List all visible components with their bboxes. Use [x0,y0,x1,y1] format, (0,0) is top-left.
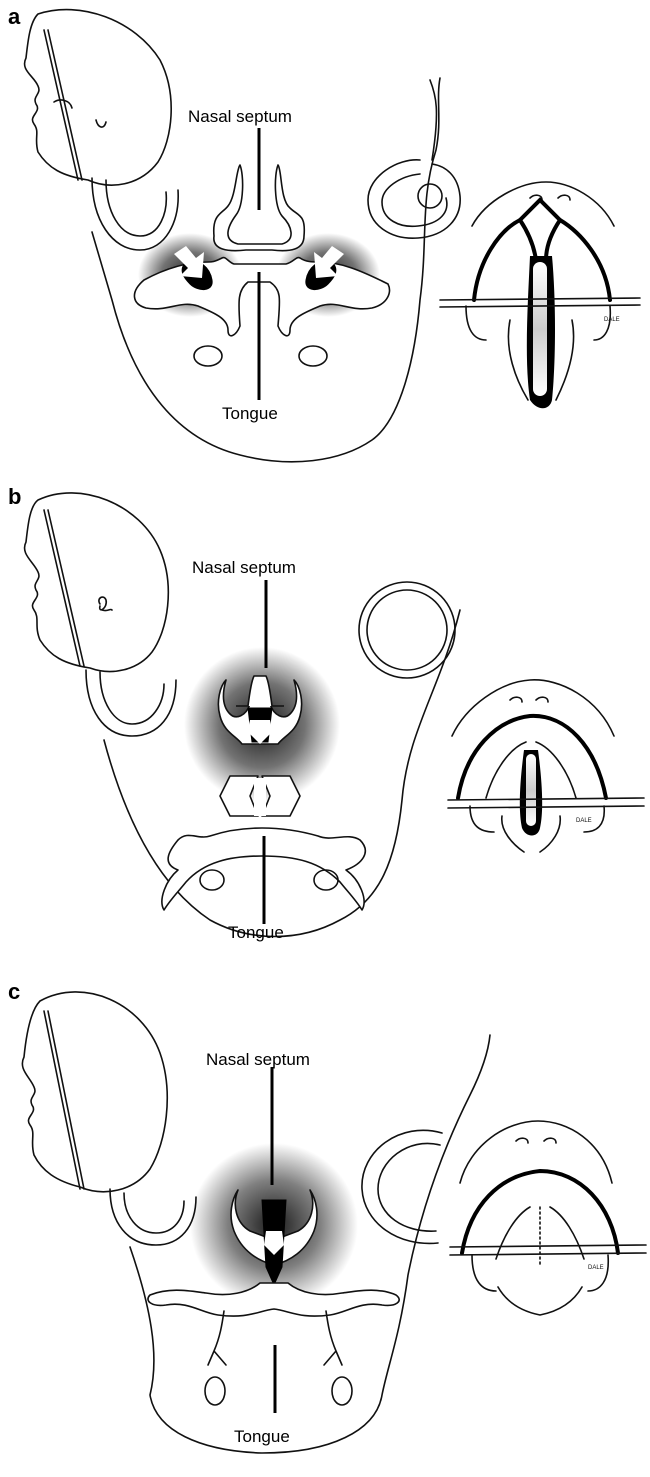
panel-a-drawing: DALE [0,0,650,480]
panel-label: c [8,979,20,1005]
embryo-outline [25,493,169,672]
palate-view: DALE [448,680,644,852]
tongue-label: Tongue [228,923,284,943]
panel-label: a [8,4,20,30]
panel-label: b [8,484,21,510]
oral-cavity [134,258,389,336]
palate-view: DALE [450,1121,646,1315]
panel-c-drawing: DALE [0,975,650,1477]
panel-c: DALE c Nasal septum Tongue [0,975,650,1477]
palatal-plate [148,1283,399,1316]
artist-signature: DALE [588,1265,604,1271]
embryo-outline [25,10,172,186]
panel-b-drawing: DALE [0,480,650,975]
artist-signature: DALE [576,818,592,824]
panel-a: DALE a Nasal septum Tongue [0,0,650,480]
nasal-septum-label: Nasal septum [188,107,292,127]
embryo-outline [22,992,167,1192]
tongue-label: Tongue [222,404,278,424]
tongue-label: Tongue [234,1427,290,1447]
nasal-septum-label: Nasal septum [192,558,296,578]
panel-b: DALE b Nasal septum Tongue [0,480,650,975]
palate-view: DALE [440,182,640,408]
nasal-septum-label: Nasal septum [206,1050,310,1070]
artist-signature: DALE [604,317,620,323]
